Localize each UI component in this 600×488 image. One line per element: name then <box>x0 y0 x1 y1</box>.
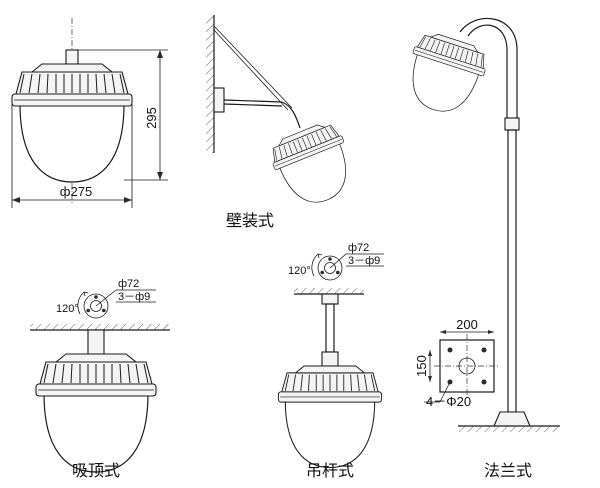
height-dimension: 295 <box>144 107 159 129</box>
wall-mount-view <box>206 15 363 215</box>
base-width-dimension: 200 <box>456 317 478 332</box>
flange-pole-view: 200 150 4－Φ20 <box>397 18 560 432</box>
main-lamp-view: 295 ф275 <box>11 18 168 208</box>
caption-pendant: 吊杆式 <box>306 461 354 480</box>
pendant-angle: 120° <box>288 265 311 277</box>
pendant-flange-dia: ф72 <box>348 242 369 254</box>
diameter-dimension: ф275 <box>60 184 92 199</box>
caption-wall: 壁装式 <box>226 211 274 230</box>
pendant-mount-view: ф72 3－ф9 120° <box>277 242 384 468</box>
ceiling-mount-view: ф72 3－ф9 120° <box>30 278 170 473</box>
pendant-holes: 3－ф9 <box>348 255 380 267</box>
base-holes-label: 4－Φ20 <box>426 394 471 409</box>
caption-ceiling: 吸顶式 <box>72 461 120 480</box>
caption-flange: 法兰式 <box>484 461 532 480</box>
ceiling-angle: 120° <box>56 303 79 315</box>
base-height-dimension: 150 <box>414 355 429 377</box>
ceiling-flange-dia: ф72 <box>118 278 139 290</box>
ceiling-holes: 3－ф9 <box>118 291 150 303</box>
